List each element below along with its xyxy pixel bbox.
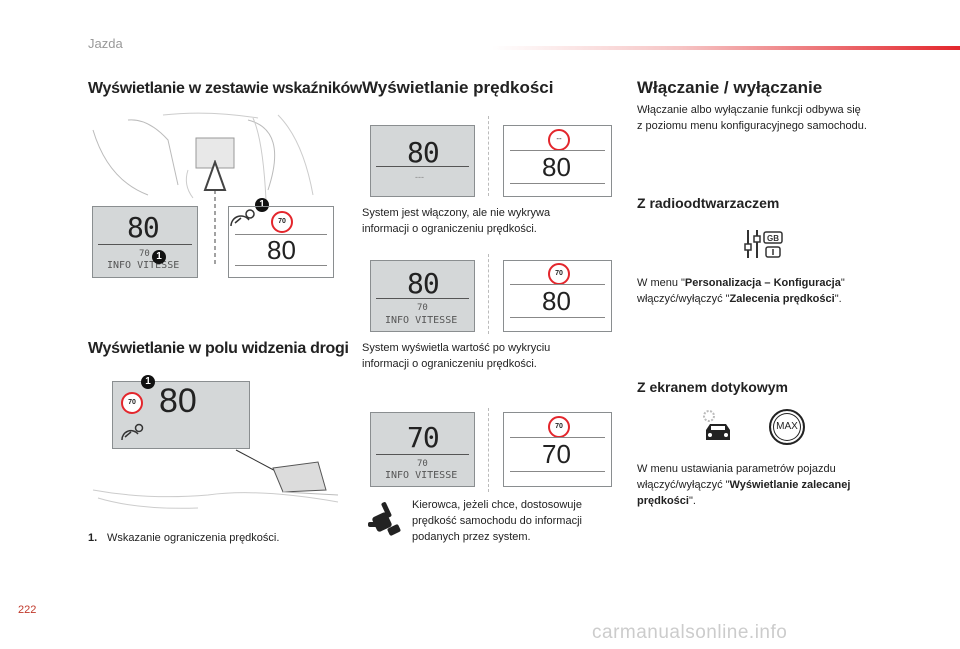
radio-title: Z radioodtwarzaczem	[637, 195, 780, 211]
caption-r1: System jest włączony, ale nie wykrywa in…	[362, 207, 551, 235]
display-left-r1: 80 ---	[370, 125, 475, 197]
car-settings-icon	[703, 410, 730, 440]
settings-sliders-icon: GB	[744, 230, 783, 258]
driver-note: Kierowca, jeżeli chce, dostosowuje prędk…	[412, 499, 582, 543]
display-limit: 70	[417, 459, 428, 469]
arrow-up-icon	[203, 160, 227, 265]
callout-1-badge-hud: 1	[141, 375, 155, 389]
display-sub: ---	[415, 172, 424, 182]
speed-limit-sign: 70	[548, 263, 570, 285]
cluster-speed: 80	[127, 211, 160, 244]
speed-limit-sign: 70	[548, 416, 570, 438]
hand-pointer-icon	[368, 502, 401, 536]
footnote-text: Wskazanie ograniczenia prędkości.	[107, 532, 280, 544]
cluster-section-title: Wyświetlanie w zestawie wskaźników	[88, 80, 363, 97]
display-left-r3: 70 70 INFO VITESSE	[370, 412, 475, 487]
footnote-number: 1.	[88, 532, 98, 544]
speed-limit-sign: 70	[271, 211, 293, 233]
display-speed: 70	[542, 439, 571, 469]
display-info-text: INFO VITESSE	[385, 470, 458, 481]
speed-limit-sign: --	[548, 129, 570, 151]
gb-label: GB	[767, 234, 779, 243]
hud-limit-sign: 70	[121, 392, 143, 414]
display-left-r2: 80 70 INFO VITESSE	[370, 260, 475, 332]
hud-illustration	[92, 449, 339, 509]
touch-title: Z ekranem dotykowym	[637, 379, 788, 395]
cluster-display: 80 70 INFO VITESSE	[92, 206, 198, 278]
section-label: Jazda	[88, 36, 123, 51]
toggle-intro: Włączanie albo wyłączanie funkcji odbywa…	[637, 104, 867, 132]
side-display: 70 80	[228, 206, 334, 278]
divider	[488, 116, 489, 196]
display-speed: 80	[407, 136, 440, 169]
speed-display-title: Wyświetlanie prędkości	[362, 78, 554, 97]
display-right-r2: 70 80	[503, 260, 612, 332]
callout-1-badge-side: 1	[255, 198, 269, 212]
hud-speedometer-icon	[121, 423, 144, 441]
speedometer-gear-icon	[230, 209, 255, 227]
side-speed: 80	[267, 235, 296, 265]
hud-section-title: Wyświetlanie w polu widzenia drogi	[88, 340, 349, 357]
divider	[488, 254, 489, 334]
display-speed: 80	[542, 152, 571, 182]
touch-instructions: W menu ustawiania parametrów pojazdu włą…	[637, 463, 851, 507]
watermark: carmanualsonline.info	[592, 622, 788, 643]
radio-instructions: W menu "Personalizacja – Konfiguracja" w…	[637, 277, 845, 305]
callout-1-badge: 1	[152, 250, 166, 264]
display-right-r1: -- 80	[503, 125, 612, 197]
toggle-section-title: Włączanie / wyłączanie	[637, 78, 823, 97]
hud-speed: 80	[159, 382, 197, 420]
max-speed-icon: MAX	[769, 409, 805, 445]
display-speed: 80	[407, 267, 440, 300]
cluster-limit: 70	[139, 249, 150, 259]
cluster-info-text: INFO VITESSE	[107, 260, 180, 271]
hud-display: 70 80	[112, 381, 250, 449]
divider	[488, 408, 489, 492]
display-speed: 80	[542, 286, 571, 316]
caption-r2: System wyświetla wartość po wykryciu inf…	[362, 342, 551, 370]
page-number: 222	[18, 604, 37, 616]
display-info-text: INFO VITESSE	[385, 315, 458, 326]
display-right-r3: 70 70	[503, 412, 612, 487]
header-accent-bar	[492, 46, 960, 50]
display-speed: 70	[407, 421, 440, 454]
display-limit: 70	[417, 303, 428, 313]
